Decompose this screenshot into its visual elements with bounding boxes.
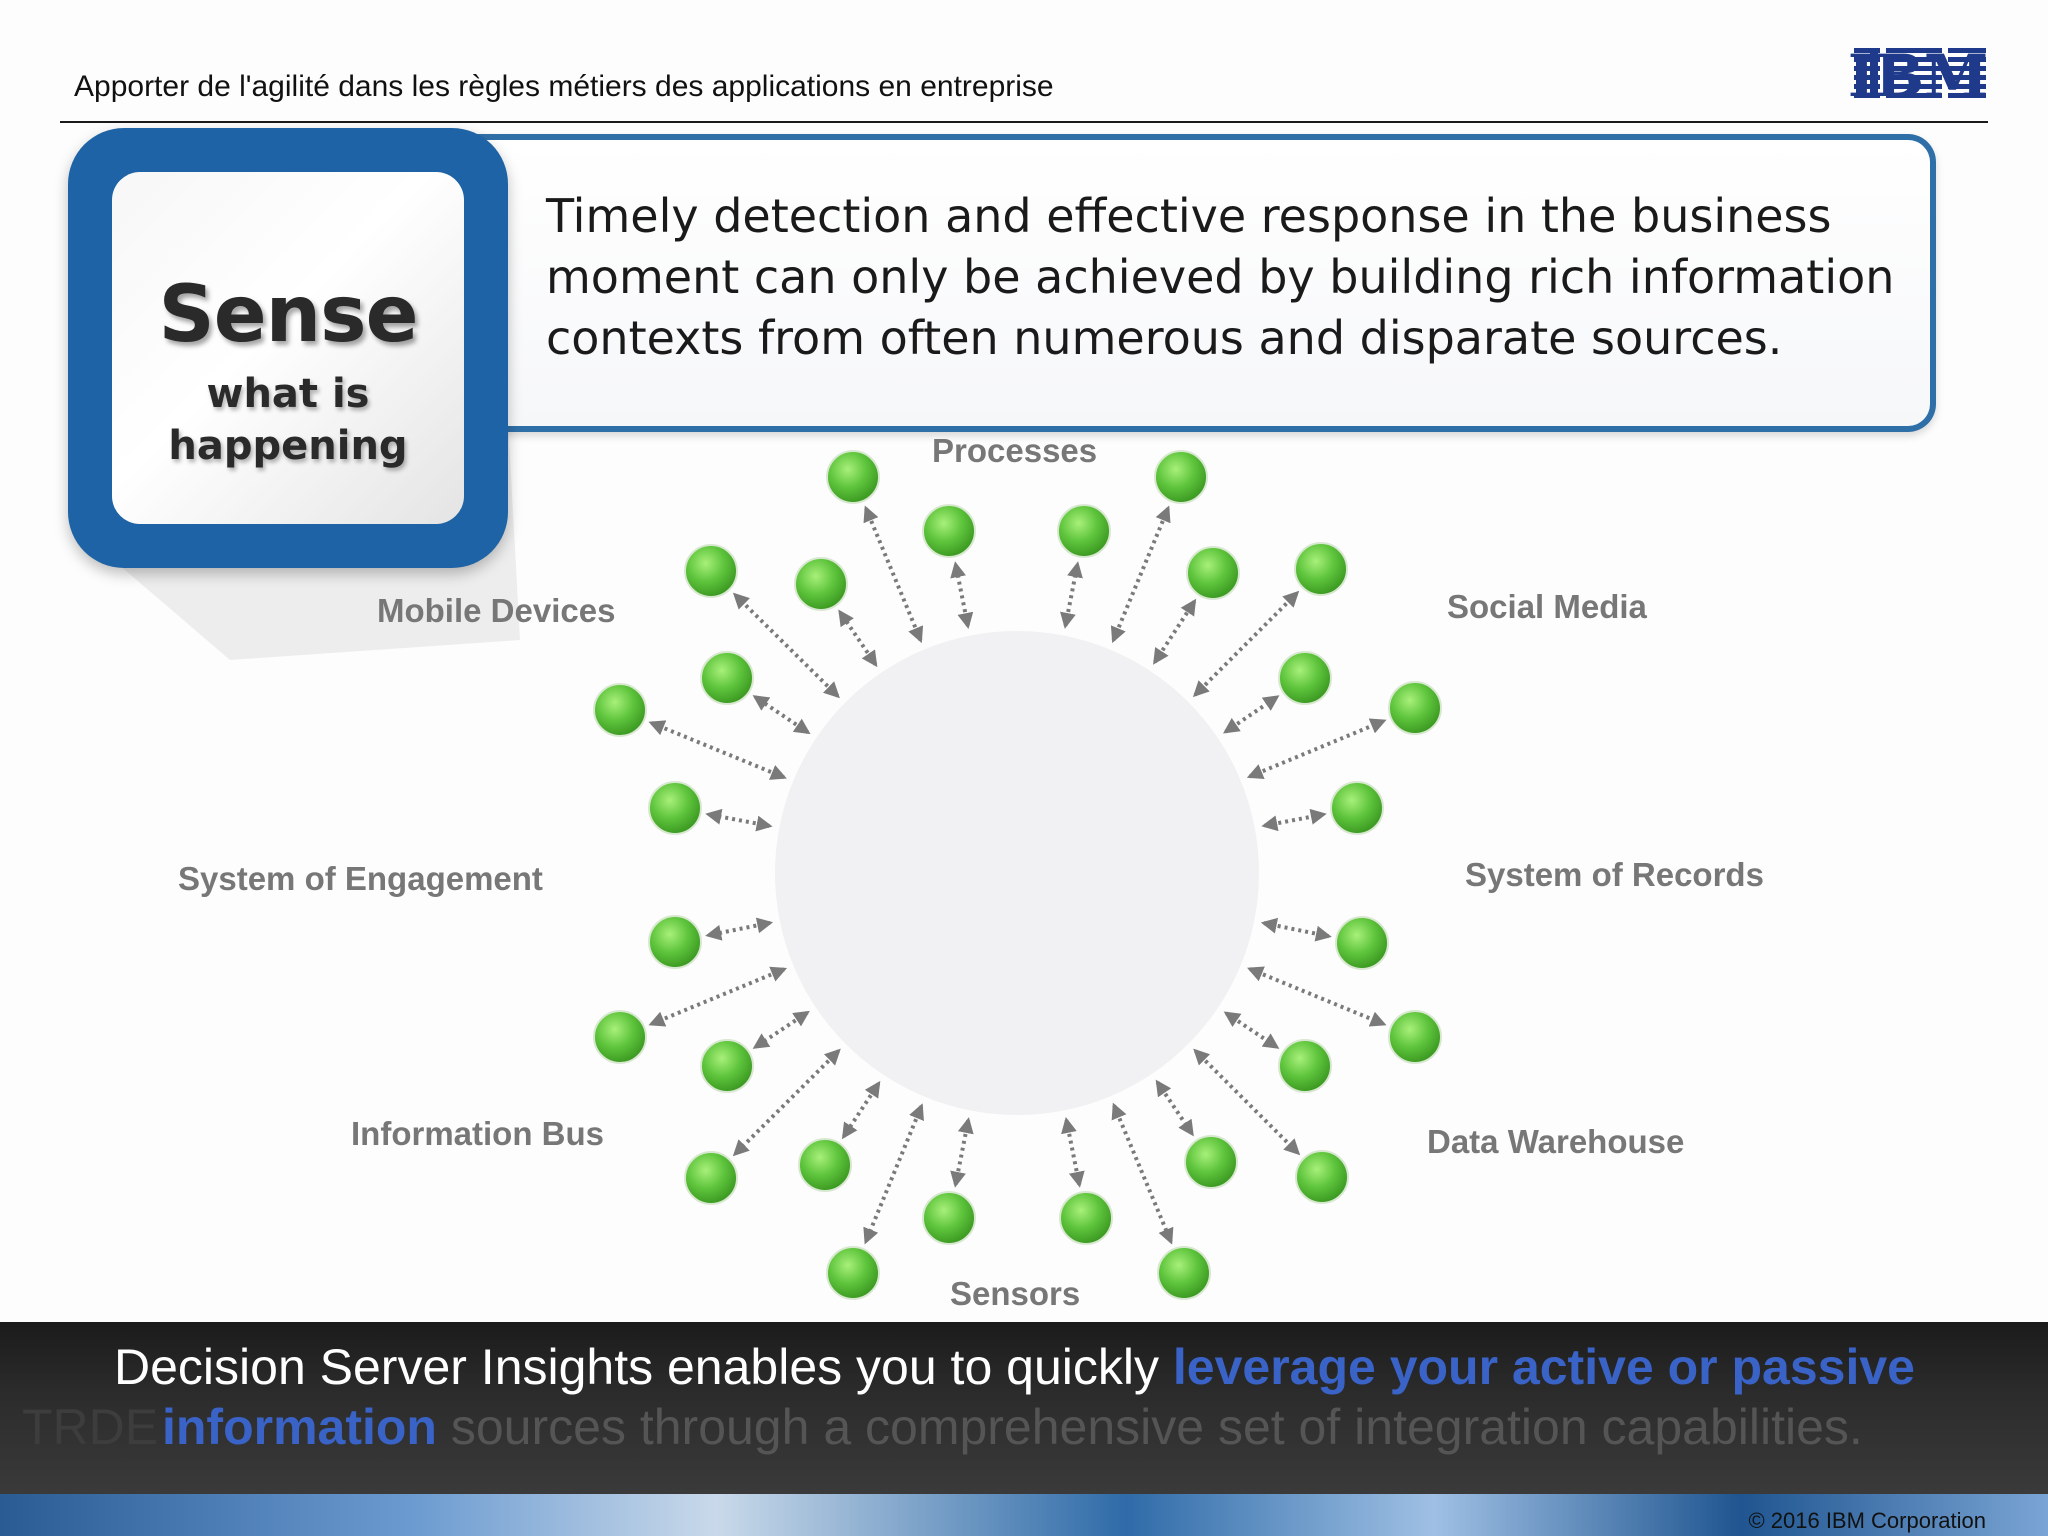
source-node [648,781,702,835]
connector-arrow [705,917,774,941]
connector-arrow [950,561,974,629]
source-node [922,504,976,558]
label-system-of-engagement: System of Engagement [178,860,543,897]
sense-panel: Sense what is happening [112,172,464,524]
connector-arrow [838,609,878,668]
connector-arrow [1060,561,1083,629]
source-node [798,1138,852,1192]
source-node [1154,450,1208,504]
connector-arrow [1111,1102,1174,1245]
connector-arrow [1260,917,1332,942]
connector-arrow [1153,598,1197,665]
hub-circle [775,631,1259,1115]
footer-band [0,1494,2048,1536]
sense-box: Sense what is happening [68,128,508,568]
connector-arrow [1192,590,1300,698]
source-node [593,1010,647,1064]
source-node [684,544,738,598]
sense-line-2: happening [168,423,408,469]
source-node [1278,1039,1332,1093]
connector-arrow [950,1117,974,1188]
connector-arrow [1155,1079,1194,1137]
ibm-logo: IBM [1850,46,1986,102]
source-node [1184,1135,1238,1189]
callout-line-3: contexts from often numerous and dispara… [546,311,1783,365]
source-node [1295,1150,1349,1204]
caption-line-1: Decision Server Insights enables you to … [114,1338,1915,1396]
caption-bar [0,1322,2048,1494]
source-node [1057,504,1111,558]
source-node [1186,546,1240,600]
connector-arrow [752,695,811,735]
source-node [1388,681,1442,735]
source-node [1335,916,1389,970]
caption-line-2-highlight: information [162,1399,437,1455]
source-node [922,1191,976,1245]
label-sensors: Sensors [950,1275,1081,1312]
connector-arrow [1223,695,1280,734]
source-node [1059,1191,1113,1245]
source-node [1388,1010,1442,1064]
sense-line-1: what is [206,371,370,417]
label-data-warehouse: Data Warehouse [1427,1123,1685,1160]
callout-text: Timely detection and effective response … [546,186,1926,369]
callout-line-1: Timely detection and effective response … [546,189,1832,243]
connector-arrow [648,720,787,780]
connector-arrow [1061,1116,1085,1188]
sense-subheading: what is happening [112,368,464,472]
source-node [684,1151,738,1205]
connector-arrow [732,592,840,699]
source-node [1278,651,1332,705]
source-node [826,1246,880,1300]
header-divider [60,121,1988,123]
connector-arrow [1110,505,1171,644]
source-node [1330,781,1384,835]
callout-line-2: moment can only be achieved by building … [546,250,1895,304]
source-node [826,450,880,504]
source-nodes [593,450,1442,1300]
connector-arrow [841,1080,881,1140]
connector-arrow [1193,1048,1301,1156]
connector-arrow [732,1048,841,1157]
source-node [648,915,702,969]
source-node [794,557,848,611]
source-node [700,651,754,705]
caption-line-2: information sources through a comprehens… [162,1398,1863,1456]
connector-arrow [863,505,924,644]
connector-arrow [705,808,773,832]
copyright: © 2016 IBM Corporation [1748,1508,1986,1533]
label-mobile-devices: Mobile Devices [377,592,616,629]
connector-arrow [1246,718,1387,779]
connector-arrow [1223,1011,1280,1049]
connector-arrow [752,1010,810,1049]
connector-arrow [1261,808,1327,832]
connector-arrow [1247,966,1387,1027]
label-information-bus: Information Bus [351,1115,604,1152]
caption-ghost-text: TRDE [22,1399,159,1455]
caption-line-2-text: sources through a comprehensive set of i… [436,1399,1863,1455]
label-system-of-records: System of Records [1465,856,1764,893]
source-node [700,1039,754,1093]
source-node [1157,1246,1211,1300]
label-processes: Processes [932,432,1098,469]
callout-box [420,134,1936,432]
connector-arrows [648,505,1387,1245]
page-title: Apporter de l'agilité dans les règles mé… [74,70,1054,103]
connector-arrow [648,966,788,1027]
source-node [593,683,647,737]
label-social-media: Social Media [1447,588,1647,625]
connector-arrow [863,1103,924,1245]
caption-line-1-text: Decision Server Insights enables you to … [114,1339,1173,1395]
sense-heading: Sense [158,270,419,360]
ibm-logo-text: IBM [1850,46,1986,102]
caption-line-1-highlight: leverage your active or passive [1172,1339,1915,1395]
source-node [1294,542,1348,596]
